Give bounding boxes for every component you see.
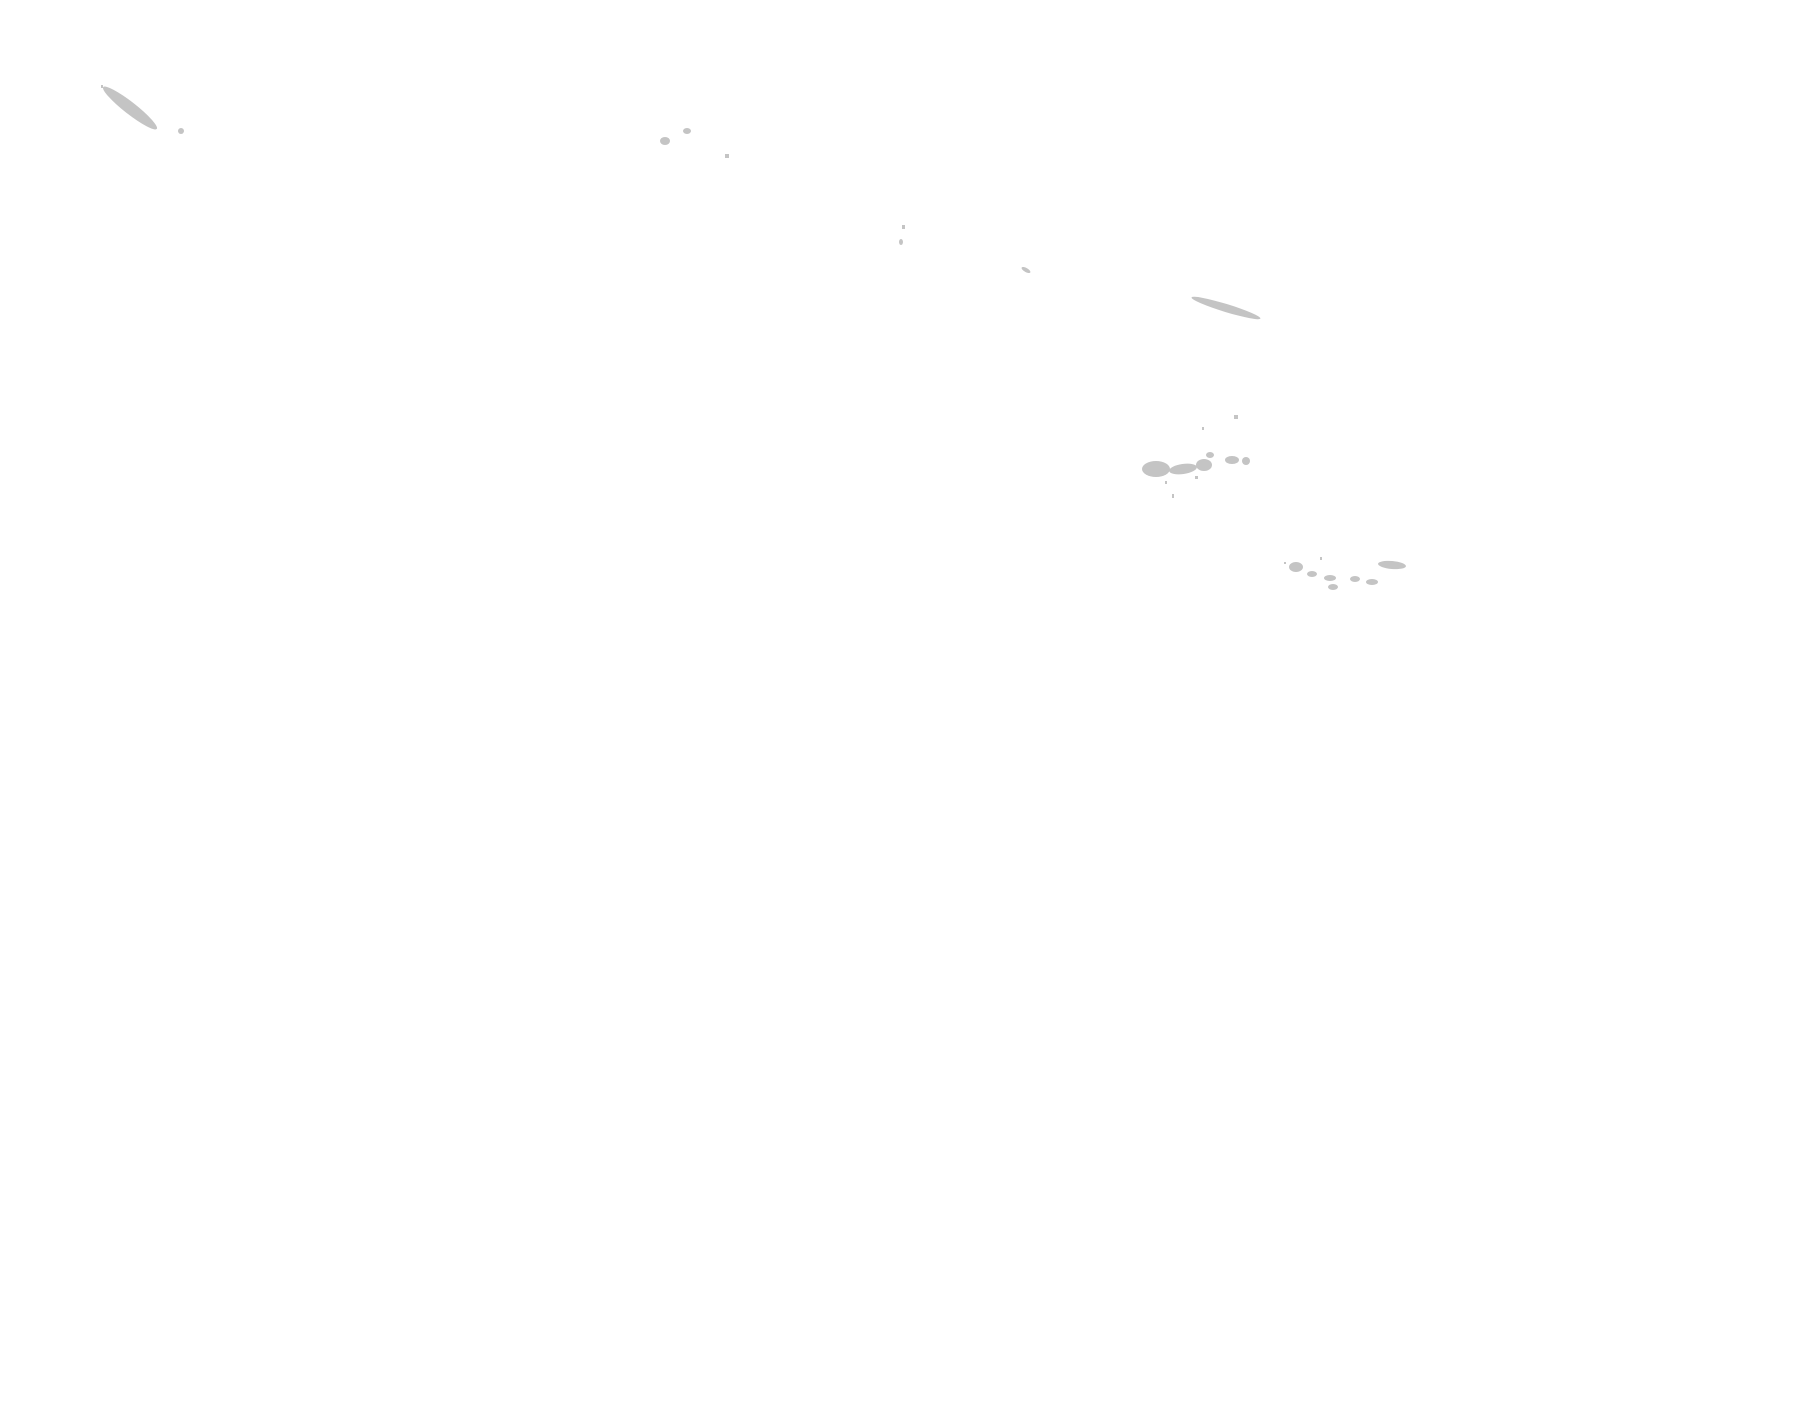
island (1328, 584, 1338, 590)
island-group-north (660, 128, 729, 158)
island (1242, 457, 1250, 465)
island-group-southeast (1284, 557, 1406, 590)
island-group-northwest (101, 85, 184, 134)
island (1195, 476, 1198, 479)
island (1324, 575, 1336, 581)
island (1021, 266, 1031, 274)
island (1225, 456, 1239, 464)
island (1289, 562, 1303, 572)
island (1196, 459, 1212, 471)
island (1206, 452, 1214, 458)
island (1307, 571, 1317, 577)
island (1284, 562, 1286, 564)
island (102, 86, 158, 130)
island (902, 225, 905, 229)
island (1350, 576, 1360, 582)
island (1366, 579, 1378, 585)
island-group-central (899, 225, 1261, 320)
island (1169, 463, 1197, 475)
island-group-east (1142, 415, 1250, 498)
island (1320, 557, 1322, 560)
island (1202, 427, 1204, 430)
island (725, 154, 729, 158)
island (1172, 494, 1174, 498)
island (1378, 560, 1406, 570)
island (683, 128, 691, 134)
island (101, 85, 103, 88)
island (1142, 461, 1170, 477)
island (1165, 481, 1167, 484)
island (178, 128, 184, 134)
island (660, 137, 670, 145)
island (899, 239, 903, 245)
island (1191, 296, 1261, 320)
island (1234, 415, 1238, 419)
